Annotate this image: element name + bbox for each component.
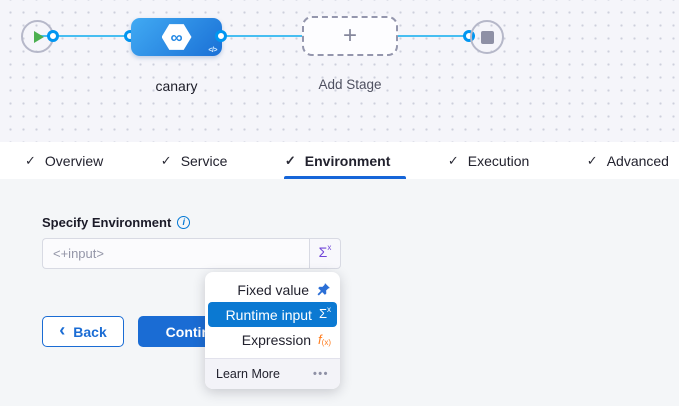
check-icon: ✓ [447,152,459,168]
edge-connector-dot [47,30,59,42]
item-label: Expression [241,331,312,348]
tab-advanced[interactable]: ✓ Advanced [587,153,669,169]
tab-label: Service [180,152,228,169]
environment-tab-content: Specify Environment i Σx ‹ Back Continue… [0,179,679,406]
add-stage-button[interactable]: + [302,16,398,56]
more-options-icon[interactable]: ••• [312,368,329,380]
code-icon: </> [208,47,217,54]
play-icon [34,30,44,43]
check-icon: ✓ [160,152,172,168]
fx-icon: f(x) [318,332,331,347]
check-icon: ✓ [284,152,296,168]
specify-environment-label: Specify Environment [42,215,172,230]
stage-name-label: canary [155,78,198,94]
back-button[interactable]: ‹ Back [42,316,124,347]
item-label: Runtime input [225,306,312,323]
plus-icon: + [342,22,357,49]
item-label: Fixed value [237,281,309,298]
tab-environment[interactable]: ✓ Environment [285,153,390,169]
check-icon: ✓ [25,152,36,168]
stage-tab-bar: ✓ Overview ✓ Service ✓ Environment ✓ Exe… [0,142,679,179]
pin-icon [317,283,330,296]
specify-environment-row: Specify Environment i [42,215,191,230]
pipeline-end-node[interactable] [470,20,504,54]
tab-label: Overview [44,152,104,169]
check-icon: ✓ [586,152,598,168]
tab-service[interactable]: ✓ Service [161,153,228,169]
edge-connector-dot [215,30,227,42]
chevron-left-icon: ‹ [59,320,66,340]
stage-node-canary[interactable]: ∞ </> [131,18,222,56]
environment-input[interactable] [42,238,309,269]
deployment-stage-icon: ∞ [161,24,192,50]
pipeline-canvas: ∞ </> canary + Add Stage [0,0,679,142]
environment-input-group: Σx [42,238,341,269]
infinity-glyph: ∞ [170,27,183,47]
tab-execution[interactable]: ✓ Execution [448,153,529,169]
sigma-icon: Σ [318,244,328,260]
stop-icon [480,30,494,44]
tab-label: Advanced [606,152,669,169]
learn-more-link[interactable]: Learn More [216,367,280,381]
pipeline-edge [37,35,470,37]
add-stage-label: Add Stage [318,77,382,92]
dropdown-item-fixed-value[interactable]: Fixed value [205,277,340,302]
dropdown-item-expression[interactable]: Expression f(x) [205,327,340,352]
tab-label: Execution [467,152,530,169]
dropdown-footer: Learn More ••• [205,358,340,389]
active-tab-underline [284,176,406,179]
back-label: Back [73,323,107,340]
tab-overview[interactable]: ✓ Overview [25,153,103,169]
info-icon[interactable]: i [177,216,191,229]
tab-label: Environment [304,152,391,169]
